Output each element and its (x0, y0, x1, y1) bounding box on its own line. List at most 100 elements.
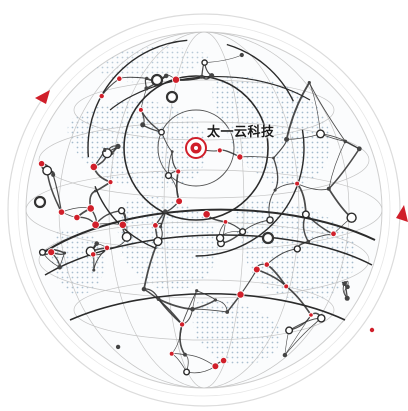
network-node (164, 172, 173, 180)
network-node (202, 210, 211, 219)
network-node (158, 128, 165, 136)
network-node (239, 228, 247, 236)
network-node (183, 352, 187, 357)
network-node (107, 179, 114, 186)
network-link (328, 141, 346, 189)
network-node (239, 52, 244, 58)
network-node (345, 284, 350, 290)
network-node (209, 73, 215, 79)
network-link (158, 298, 193, 311)
network-link (204, 54, 242, 63)
network-node (94, 241, 99, 246)
network-node (220, 356, 228, 365)
network-link (192, 299, 216, 310)
network-node (116, 75, 123, 82)
orbit-arcs (39, 39, 376, 321)
network-node (38, 248, 47, 256)
network-node (73, 213, 81, 222)
network-node (175, 197, 183, 206)
network-link (328, 148, 360, 190)
network-node (236, 153, 244, 161)
network-node (89, 162, 98, 171)
network-link (308, 82, 346, 142)
network-node (91, 220, 100, 229)
network-node (159, 225, 163, 229)
network-node (344, 295, 350, 301)
network-node (140, 122, 146, 128)
network-node (285, 326, 294, 335)
network-node (57, 208, 66, 216)
network-node (307, 81, 311, 85)
network-node (163, 73, 169, 79)
network-node (86, 204, 95, 213)
network-node (282, 352, 288, 358)
red-triangle-marker-left (35, 90, 50, 104)
network-node (215, 233, 225, 243)
network-node (90, 251, 97, 258)
outer-ring-inner (17, 23, 391, 397)
red-dot-marker (369, 327, 375, 333)
network-node (283, 283, 290, 290)
network-node (213, 298, 217, 302)
network-node (37, 160, 46, 168)
network-node (93, 189, 97, 193)
network-node (141, 286, 147, 292)
network-node (216, 147, 223, 154)
network-node (284, 136, 290, 142)
network-node (183, 368, 191, 376)
network-node (153, 236, 163, 247)
network-node (51, 172, 56, 177)
network-link (179, 324, 186, 356)
network-node (175, 168, 182, 175)
network-node (168, 350, 175, 357)
network-node (306, 239, 311, 244)
network-node (195, 289, 199, 293)
network-link (296, 183, 329, 191)
network-node (308, 312, 314, 318)
network-node (171, 75, 180, 84)
network-node (103, 148, 107, 152)
network-node (47, 248, 56, 257)
network-hub (261, 231, 275, 245)
focus-node-marker (185, 137, 207, 159)
network-node (346, 212, 357, 223)
network-node (115, 344, 121, 350)
network-hub (33, 195, 47, 209)
network-link (157, 298, 183, 325)
network-node (316, 129, 326, 139)
network-node (63, 251, 67, 255)
network-node (152, 222, 159, 229)
network-node (190, 306, 195, 312)
network-node (115, 143, 121, 149)
network-node (272, 156, 275, 160)
network-node (293, 245, 301, 253)
network-node (170, 150, 174, 154)
network-node (138, 107, 144, 113)
network-node (316, 313, 326, 323)
network-link (285, 82, 311, 140)
network-node (273, 188, 277, 192)
network-hub (150, 73, 164, 87)
network-node (252, 265, 261, 274)
network-node (144, 86, 149, 91)
network-node (98, 93, 105, 100)
network-node (179, 321, 186, 328)
network-node (121, 231, 132, 242)
network-node (117, 206, 126, 215)
network-nodes (33, 52, 362, 376)
network-node (92, 268, 96, 272)
network-node (199, 74, 204, 79)
network-hub (165, 90, 179, 104)
network-node (42, 165, 53, 176)
network-node (356, 146, 362, 152)
network-node (145, 76, 149, 81)
red-triangle-marker-right (396, 205, 408, 222)
network-link (272, 157, 279, 191)
network-node (163, 209, 168, 214)
network-node (156, 297, 161, 301)
network-node (103, 244, 111, 251)
focus-label: 太一云科技 (207, 125, 275, 140)
network-node (294, 180, 300, 187)
